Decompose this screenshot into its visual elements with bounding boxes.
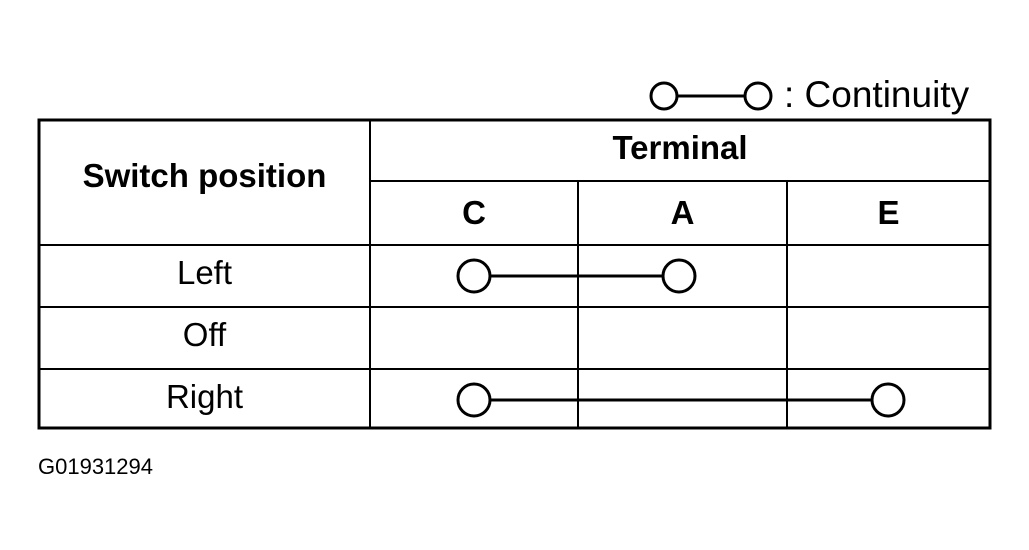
switch-position-header: Switch position — [82, 157, 327, 194]
continuity-terminal-c-right — [456, 382, 492, 418]
terminal-header-c: C — [462, 194, 486, 231]
switch-position-off: Off — [182, 316, 227, 353]
terminal-header-a: A — [670, 194, 695, 231]
switch-position-right: Right — [165, 378, 244, 415]
switch-position-left: Left — [176, 254, 233, 291]
legend-label: : Continuity — [784, 74, 970, 115]
figure-id: G01931294 — [38, 454, 153, 479]
continuity-terminal-a-left — [661, 258, 697, 294]
continuity-terminal-e-right — [870, 382, 906, 418]
continuity-symbol-icon — [649, 81, 773, 111]
continuity-terminal-c-left — [456, 258, 492, 294]
continuity-legend: : Continuity — [640, 70, 1000, 118]
terminal-header-e: E — [877, 194, 900, 231]
terminal-group-header: Terminal — [612, 129, 748, 166]
